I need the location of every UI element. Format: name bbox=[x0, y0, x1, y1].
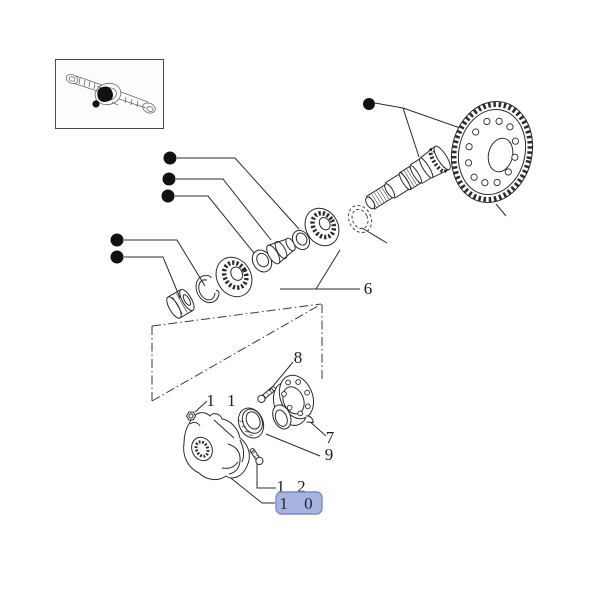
pinion-shaft bbox=[365, 145, 451, 210]
reference-dot[interactable] bbox=[162, 172, 176, 186]
bolt-upper bbox=[257, 386, 276, 403]
reference-dot[interactable] bbox=[161, 189, 175, 203]
nut bbox=[185, 411, 197, 421]
callout-8[interactable]: 8 bbox=[294, 348, 305, 367]
highlight-box[interactable] bbox=[275, 491, 323, 515]
reference-dot[interactable] bbox=[110, 233, 124, 247]
thumbnail-highlight-blob bbox=[92, 86, 113, 108]
callout-labels: 6 8 1 1 7 9 1 2 1 0 bbox=[206, 279, 375, 515]
callout-7[interactable]: 7 bbox=[326, 428, 337, 447]
callout-10-text[interactable]: 1 0 bbox=[279, 494, 318, 513]
pinion-bearing-stack bbox=[166, 207, 340, 319]
callout-12[interactable]: 1 2 bbox=[276, 477, 309, 496]
reference-dot[interactable] bbox=[110, 250, 124, 264]
gear-teeth bbox=[451, 101, 533, 203]
flange-bolt-holes bbox=[281, 379, 311, 417]
bolt-lower bbox=[249, 448, 264, 466]
callout-11[interactable]: 1 1 bbox=[206, 391, 239, 410]
shaft-splines bbox=[368, 185, 392, 208]
collapsible-spacer bbox=[266, 237, 296, 265]
gear-bolt-holes bbox=[465, 117, 519, 187]
callout-6[interactable]: 6 bbox=[364, 279, 375, 298]
reference-dot[interactable] bbox=[163, 151, 177, 165]
callout-10-highlighted[interactable]: 1 0 bbox=[275, 491, 323, 515]
crown-wheel bbox=[450, 100, 534, 217]
outer-bearing bbox=[304, 207, 340, 247]
washer bbox=[251, 249, 273, 273]
seal-hatching bbox=[238, 420, 254, 436]
leader-lines bbox=[124, 102, 464, 504]
yoke-spline-bore bbox=[194, 440, 210, 458]
hub-flange bbox=[272, 374, 315, 430]
snap-ring-dashed bbox=[347, 204, 373, 234]
inner-bearing bbox=[215, 256, 253, 298]
seal-ring bbox=[237, 407, 265, 439]
lock-ring bbox=[195, 275, 220, 304]
shaft-spline-band bbox=[401, 167, 420, 189]
drive-collar bbox=[166, 288, 195, 319]
callout-9[interactable]: 9 bbox=[325, 445, 336, 464]
yoke bbox=[183, 412, 250, 481]
housing-reference-lines bbox=[151, 303, 323, 402]
overview-thumbnail[interactable] bbox=[55, 59, 164, 129]
reference-dot[interactable] bbox=[363, 98, 375, 110]
shim-washer bbox=[291, 229, 311, 251]
